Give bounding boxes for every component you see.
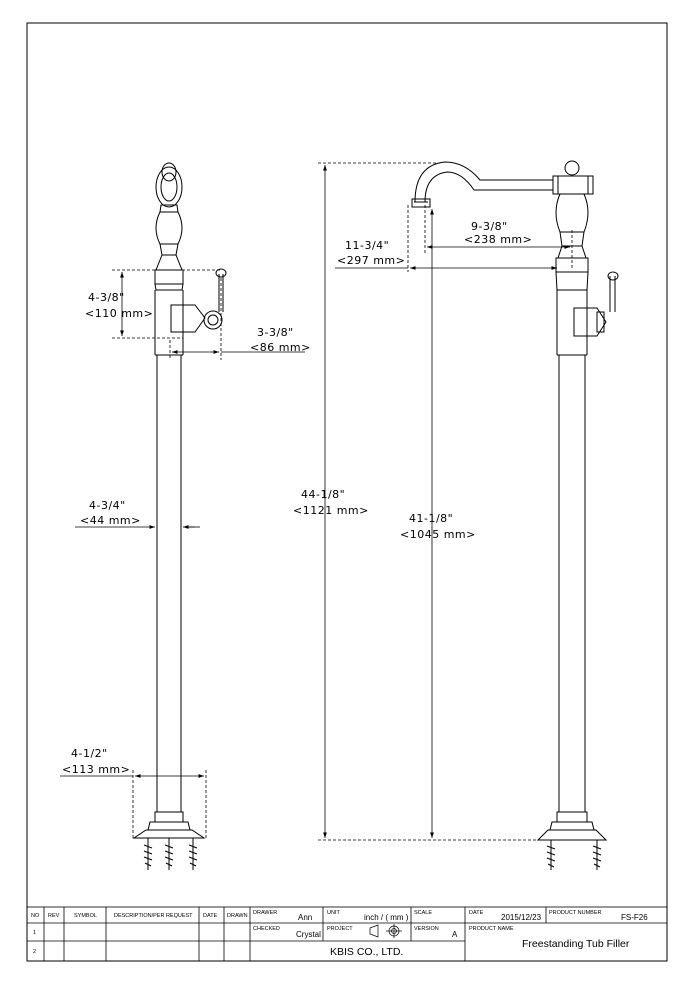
handle-reach-imperial: 3-3/8" — [257, 326, 294, 339]
total-height-imperial: 44-1/8" — [301, 488, 345, 501]
row-1-number: 1 — [33, 930, 36, 936]
product-number-label: PRODUCT NUMBER — [549, 910, 601, 916]
title-block-text: NO REV SYMBOL DESCRIPTION/PER REQUEST DA… — [31, 910, 648, 958]
outlet-offset-metric: <297 mm> — [337, 254, 405, 267]
total-height-metric: <1121 mm> — [293, 504, 369, 517]
drawer-label: DRAWER — [253, 910, 277, 916]
dimension-labels: 4-3/8" <110 mm> 3-3/8" <86 mm> 4-3/4" <4… — [62, 220, 532, 776]
outlet-height-metric: <1045 mm> — [400, 528, 476, 541]
base-width-imperial: 4-1/2" — [71, 747, 108, 760]
header-drawn: DRAWN — [227, 913, 248, 919]
scale-label: SCALE — [414, 910, 432, 916]
right-view-dimension-lines — [318, 162, 573, 841]
projection-symbol-icon — [369, 924, 402, 938]
spout-reach-metric: <238 mm> — [464, 233, 532, 246]
unit-label: UNIT — [327, 910, 340, 916]
title-block — [26, 906, 668, 962]
version-label: VERSION — [414, 926, 439, 932]
sheet-border — [26, 22, 668, 962]
version-value: A — [452, 930, 458, 939]
handle-reach-metric: <86 mm> — [250, 341, 311, 354]
company-name: KBIS CO., LTD. — [330, 946, 403, 958]
header-no: NO — [31, 913, 40, 919]
date-value: 2015/12/23 — [501, 913, 542, 922]
checked-label: CHECKED — [253, 926, 280, 932]
pipe-diameter-imperial: 4-3/4" — [89, 499, 126, 512]
outlet-height-imperial: 41-1/8" — [409, 512, 453, 525]
product-name-label: PRODUCT NAME — [469, 926, 514, 932]
handle-height-metric: <110 mm> — [85, 307, 153, 320]
pipe-diameter-metric: <44 mm> — [80, 514, 141, 527]
right-front-view — [411, 160, 619, 870]
row-2-number: 2 — [33, 949, 36, 955]
header-rev: REV — [48, 913, 60, 919]
header-symbol: SYMBOL — [74, 913, 97, 919]
left-view-dimension-lines — [60, 269, 305, 838]
handle-height-imperial: 4-3/8" — [88, 291, 125, 304]
checked-value: Crystal — [296, 930, 321, 939]
spout-reach-imperial: 9-3/8" — [471, 220, 508, 233]
product-number-value: FS-F26 — [621, 913, 648, 922]
unit-value: inch / ( mm ) — [364, 913, 409, 922]
outlet-offset-imperial: 11-3/4" — [345, 239, 389, 252]
left-side-view — [132, 162, 227, 870]
header-date: DATE — [203, 913, 218, 919]
project-label: PROJECT — [327, 926, 353, 932]
product-name-value: Freestanding Tub Filler — [522, 938, 630, 950]
base-width-metric: <113 mm> — [62, 763, 130, 776]
drawer-value: Ann — [298, 913, 312, 922]
date-label: DATE — [469, 910, 484, 916]
header-description: DESCRIPTION/PER REQUEST — [114, 913, 193, 919]
